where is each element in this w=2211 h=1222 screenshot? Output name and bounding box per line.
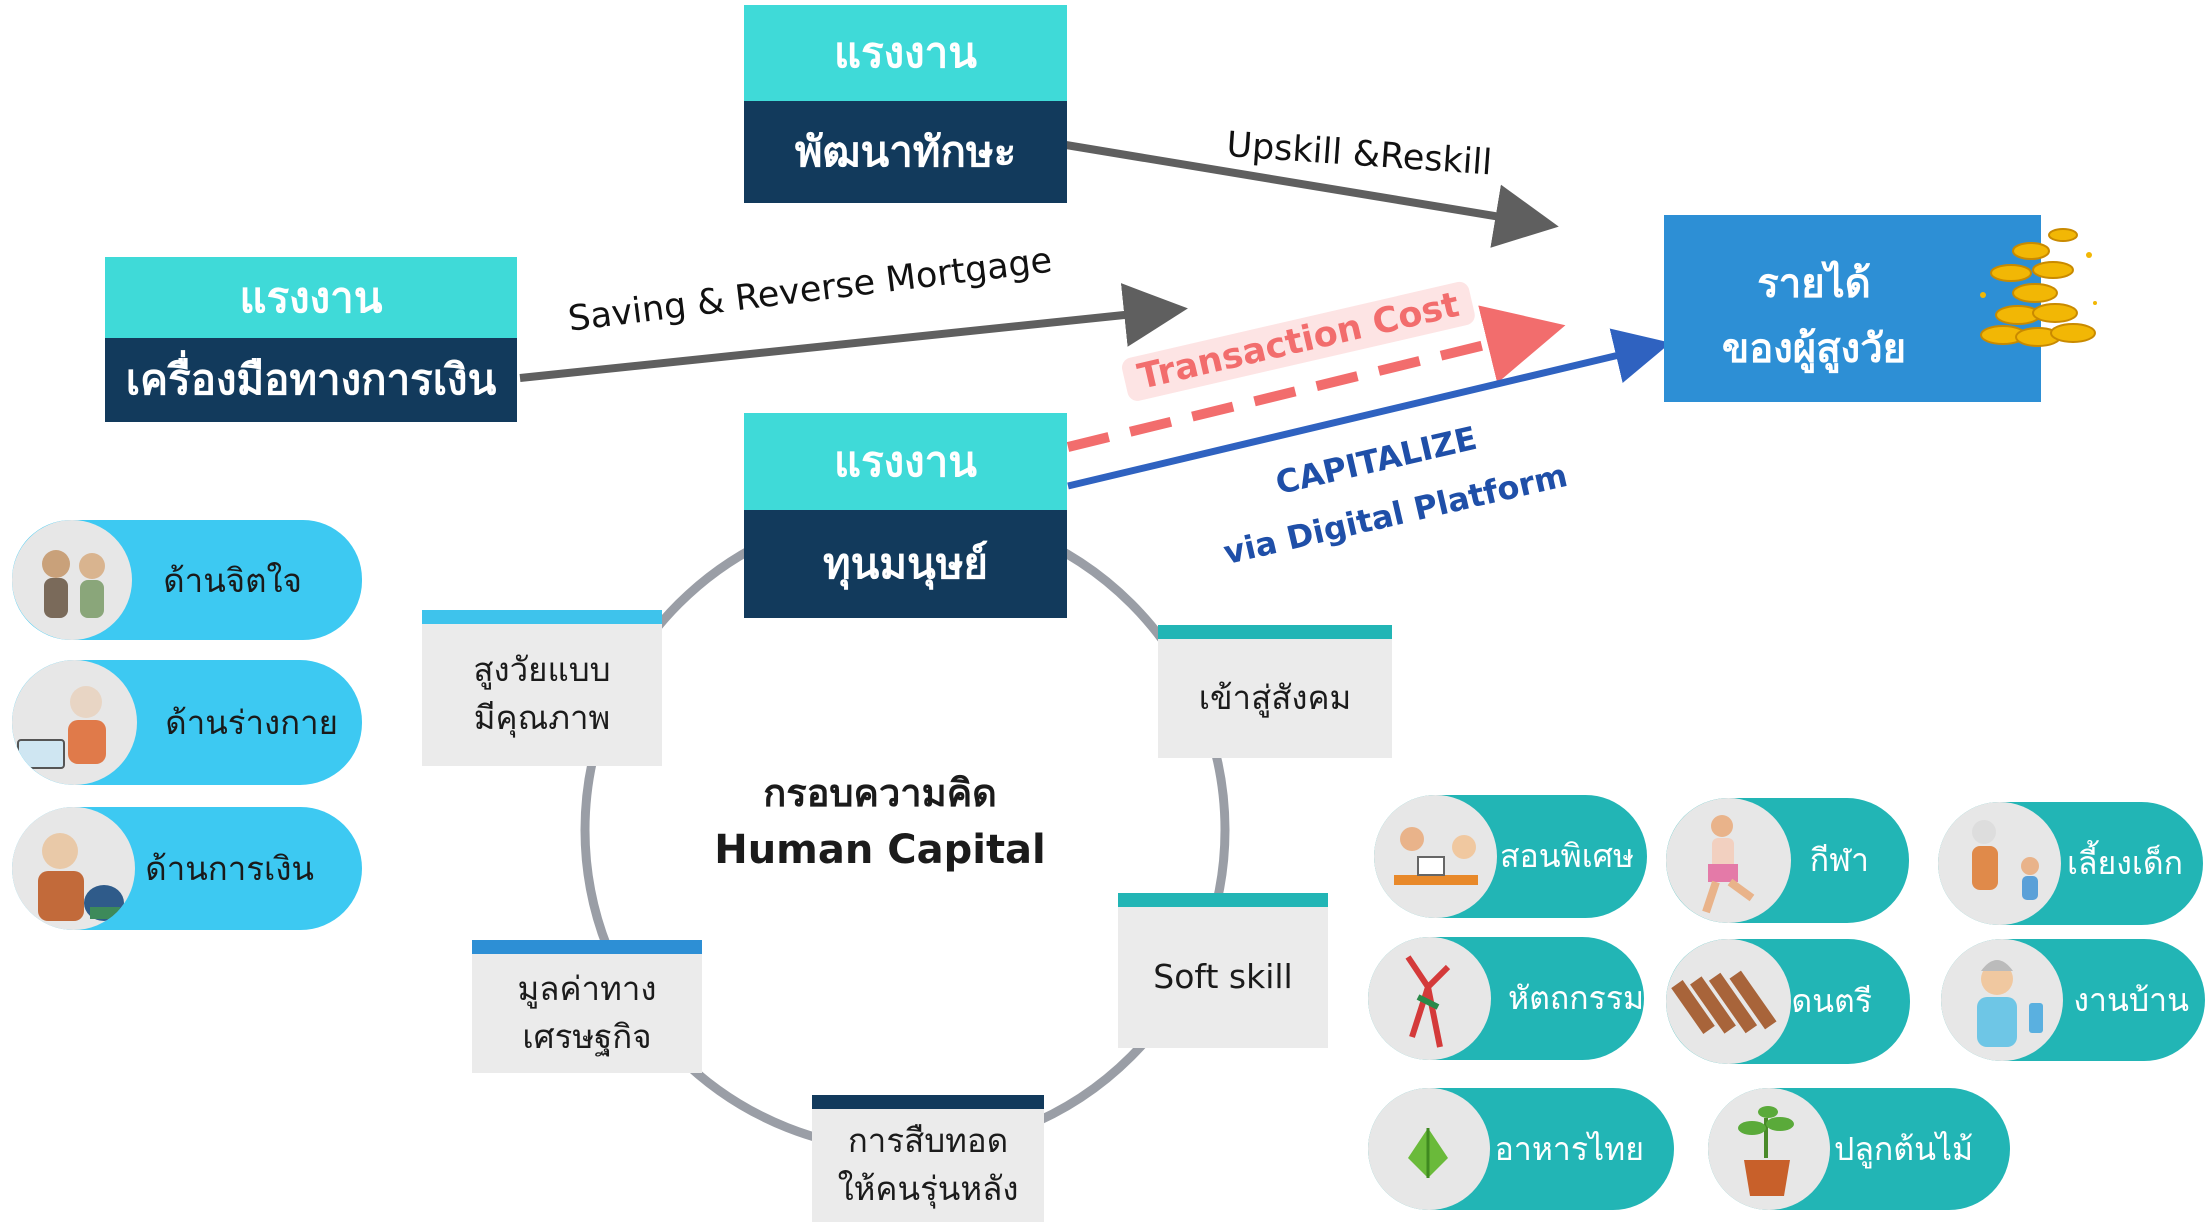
card-soft-skill-label: Soft skill <box>1153 956 1293 996</box>
activity-childcare-label: เลี้ยงเด็ก <box>2066 844 2183 882</box>
activity-music-label: ดนตรี <box>1791 982 1872 1020</box>
activity-gardening-label: ปลูกต้นไม้ <box>1834 1129 1974 1168</box>
aspect-physical-label: ด้านร่างกาย <box>165 703 338 742</box>
card-soft-skill: Soft skill <box>1118 893 1328 1048</box>
handicraft-icon <box>1368 937 1491 1060</box>
income-line-1: รายได้ <box>1757 261 1871 307</box>
activity-handicraft-label: หัตถกรรม <box>1508 979 1645 1017</box>
framework-title: กรอบความคิด <box>763 771 997 815</box>
potted-plant-icon <box>1708 1088 1830 1210</box>
transaction-arrow <box>1066 305 1566 452</box>
income-box: รายได้ ของผู้สูงวัย <box>1664 215 2041 402</box>
gold-coins-icon <box>1980 228 2097 347</box>
activity-sport-label: กีฬา <box>1809 841 1869 879</box>
aspect-financial-pill: ด้านการเงิน <box>12 807 362 930</box>
card-social-label: เข้าสู่สังคม <box>1198 677 1352 717</box>
elderly-laptop-icon <box>12 660 137 785</box>
activity-childcare-pill: เลี้ยงเด็ก <box>1938 802 2203 925</box>
ranat-xylophone-icon <box>1666 939 1791 1064</box>
aspect-mental-label: ด้านจิตใจ <box>163 560 302 600</box>
activity-tutoring-label: สอนพิเศษ <box>1500 837 1635 875</box>
aspect-physical-pill: ด้านร่างกาย <box>12 660 362 785</box>
thai-dessert-leaf-icon <box>1368 1088 1490 1210</box>
childcare-icon <box>1938 802 2061 925</box>
upskill-arrow <box>1065 141 1559 248</box>
card-social: เข้าสู่สังคม <box>1158 625 1392 758</box>
activity-music-pill: ดนตรี <box>1666 939 1910 1064</box>
aspect-mental-pill: ด้านจิตใจ <box>12 520 362 640</box>
framework-subtitle: Human Capital <box>714 827 1046 873</box>
card-econ-value-label: มูลค่าทาง เศรษฐกิจ <box>517 968 657 1056</box>
activity-gardening-pill: ปลูกต้นไม้ <box>1708 1088 2010 1210</box>
card-inheritance-label: การสืบทอด ให้คนรุ่นหลัง <box>837 1120 1019 1208</box>
left-box-header: แรงงาน <box>105 257 517 338</box>
activity-tutoring-pill: สอนพิเศษ <box>1374 795 1647 918</box>
top-box-title: พัฒนาทักษะ <box>744 101 1067 203</box>
aspect-financial-label: ด้านการเงิน <box>145 849 314 888</box>
housework-icon <box>1941 939 2063 1061</box>
tutoring-icon <box>1374 795 1497 918</box>
activity-housework-label: งานบ้าน <box>2073 980 2189 1019</box>
muay-thai-icon <box>1666 798 1791 923</box>
card-quality-aging: สูงวัยแบบ มีคุณภาพ <box>422 610 662 766</box>
activity-thaifood-pill: อาหารไทย <box>1368 1088 1674 1210</box>
income-line-2: ของผู้สูงวัย <box>1721 326 1907 372</box>
elderly-money-bag-icon <box>12 807 135 930</box>
activity-sport-pill: กีฬา <box>1666 798 1909 923</box>
activity-housework-pill: งานบ้าน <box>1941 939 2205 1061</box>
saving-arrow <box>519 283 1188 382</box>
activity-thaifood-label: อาหารไทย <box>1494 1129 1644 1168</box>
card-econ-value: มูลค่าทาง เศรษฐกิจ <box>472 940 702 1073</box>
left-box-title: เครื่องมือทางการเงิน <box>105 338 517 422</box>
center-box-header: แรงงาน <box>744 413 1067 510</box>
activity-handicraft-pill: หัตถกรรม <box>1368 937 1644 1060</box>
center-box-title: ทุนมนุษย์ <box>744 510 1067 618</box>
top-box-header: แรงงาน <box>744 5 1067 101</box>
card-inheritance: การสืบทอด ให้คนรุ่นหลัง <box>812 1095 1044 1222</box>
capitalize-arrow <box>1067 328 1671 490</box>
elderly-couple-icon <box>12 520 132 640</box>
card-quality-aging-label: สูงวัยแบบ มีคุณภาพ <box>473 650 611 737</box>
